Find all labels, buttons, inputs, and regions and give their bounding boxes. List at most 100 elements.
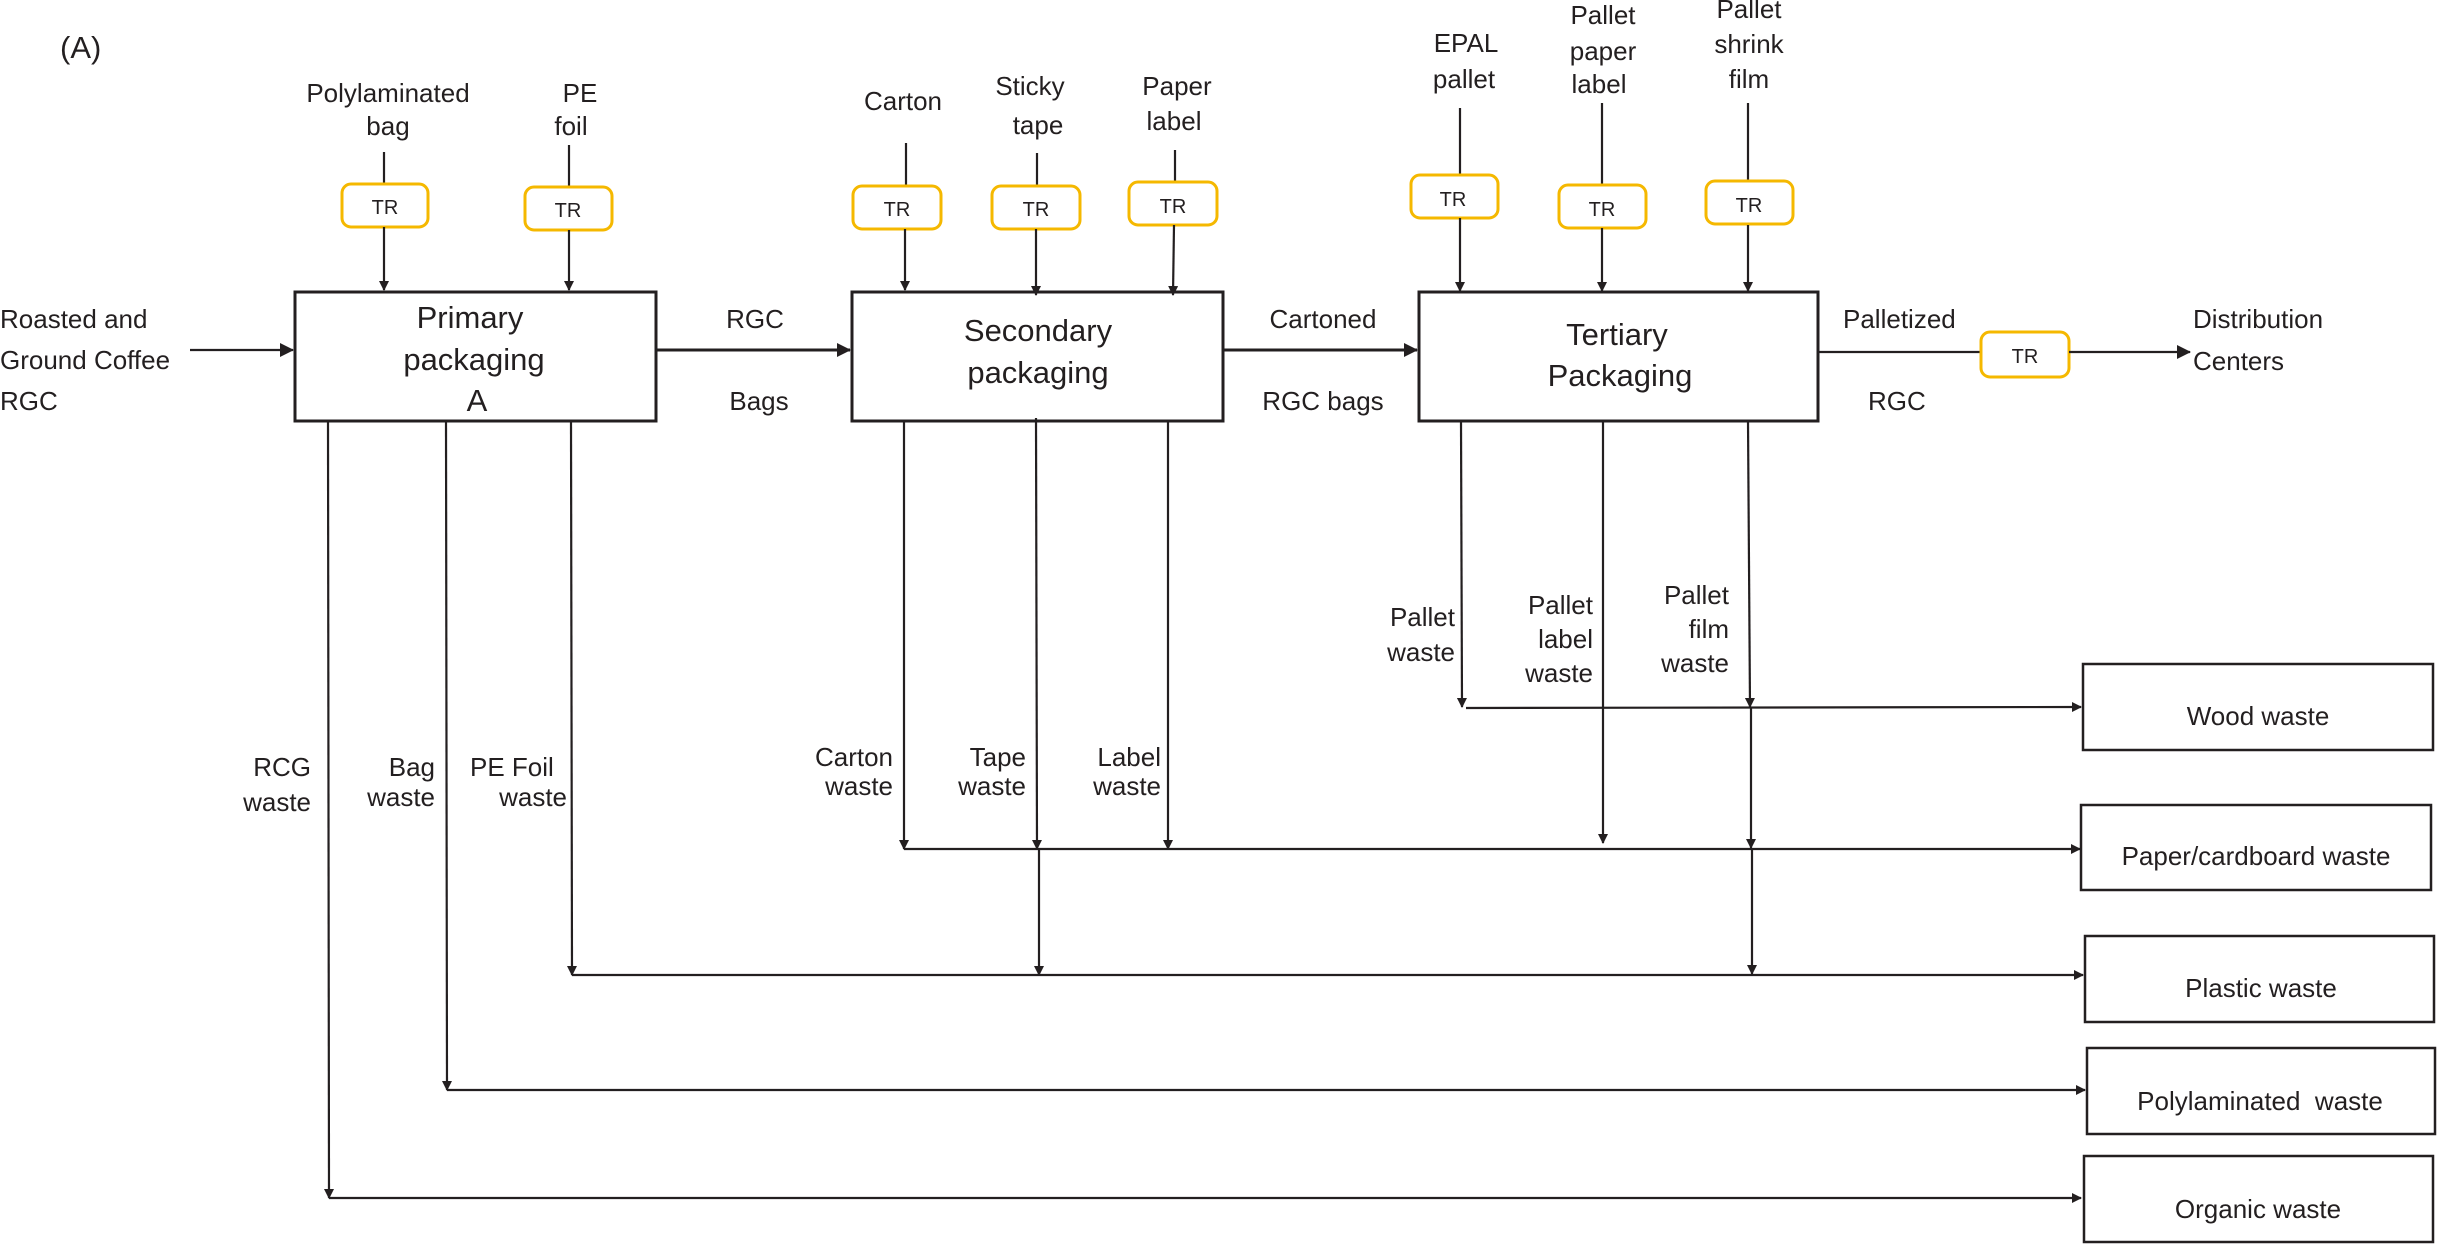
- svg-text:film: film: [1689, 614, 1729, 644]
- transport-box: [1409, 173, 1500, 220]
- svg-text:shrink: shrink: [1714, 29, 1784, 59]
- svg-text:paper: paper: [1570, 36, 1637, 66]
- svg-text:RGC: RGC: [0, 386, 58, 416]
- svg-text:Carton: Carton: [815, 742, 893, 772]
- primary-packaging-box: [293, 290, 658, 423]
- svg-text:Label: Label: [1097, 742, 1161, 772]
- waste-label: Label waste: [1092, 421, 1173, 850]
- svg-text:Pallet: Pallet: [1570, 0, 1636, 30]
- svg-text:Paper/cardboard waste: Paper/cardboard waste: [2122, 841, 2391, 871]
- svg-text:EPAL: EPAL: [1434, 28, 1499, 58]
- waste-box-paper-cardboard: Paper/cardboard waste: [2079, 803, 2433, 892]
- input-pallet-shrink-film: Pallet shrink film TR: [1704, 0, 1795, 292]
- svg-text:Carton: Carton: [864, 86, 942, 116]
- svg-text:waste: waste: [1092, 771, 1161, 801]
- input-carton: Carton TR: [851, 86, 943, 291]
- input-sticky-tape: Sticky tape TR: [990, 71, 1082, 296]
- waste-box-plastic: Plastic waste: [2083, 934, 2436, 1024]
- svg-text:TR: TR: [1440, 189, 1467, 211]
- tertiary-packaging-label: Tertiary Packaging: [1548, 317, 1693, 393]
- waste-pallet: Pallet waste: [1386, 420, 2082, 713]
- svg-text:waste: waste: [1524, 658, 1593, 688]
- svg-text:bag: bag: [366, 111, 409, 141]
- input-rgc-label: Roasted and Ground Coffee RGC: [0, 304, 170, 416]
- input-epal-pallet: EPAL pallet TR: [1409, 28, 1500, 292]
- svg-text:PE Foil: PE Foil: [470, 752, 554, 782]
- waste-pe-foil: PE Foil waste: [470, 420, 2084, 980]
- flow-label-top: Palletized: [1843, 304, 1956, 334]
- svg-text:Tape: Tape: [970, 742, 1026, 772]
- svg-text:Centers: Centers: [2193, 346, 2284, 376]
- transport-box-distribution: [1979, 330, 2071, 379]
- svg-text:Pallet: Pallet: [1716, 0, 1782, 24]
- svg-text:Sticky: Sticky: [995, 71, 1064, 101]
- svg-text:waste: waste: [1386, 637, 1455, 667]
- svg-text:Polylaminated: Polylaminated: [306, 78, 469, 108]
- svg-text:film: film: [1729, 64, 1769, 94]
- svg-text:waste: waste: [957, 771, 1026, 801]
- transport-box: [1704, 179, 1795, 226]
- flow-label-top: Cartoned: [1270, 304, 1377, 334]
- input-polylaminated-bag: Polylaminated bag TR: [306, 78, 470, 291]
- svg-text:TR: TR: [884, 199, 911, 221]
- waste-bag: Bag waste: [366, 420, 2086, 1095]
- svg-text:waste: waste: [242, 787, 311, 817]
- svg-text:TR: TR: [1736, 195, 1763, 217]
- svg-text:TR: TR: [1023, 199, 1050, 221]
- svg-text:pallet: pallet: [1433, 64, 1496, 94]
- flow-label-top: RGC: [726, 304, 784, 334]
- svg-text:Tertiary: Tertiary: [1566, 317, 1668, 352]
- svg-text:Packaging: Packaging: [1548, 358, 1693, 393]
- svg-text:Primary: Primary: [417, 300, 524, 335]
- svg-text:Paper: Paper: [1142, 71, 1212, 101]
- svg-text:tape: tape: [1013, 110, 1064, 140]
- svg-text:Bag: Bag: [389, 752, 435, 782]
- primary-packaging-label: Primary packaging A: [403, 300, 544, 418]
- input-paper-label: Paper label TR: [1127, 71, 1219, 296]
- waste-tape: Tape waste: [957, 417, 1044, 976]
- waste-box-polylaminated: Polylaminated waste: [2085, 1046, 2437, 1136]
- svg-text:Pallet: Pallet: [1664, 580, 1730, 610]
- svg-text:Secondary: Secondary: [964, 313, 1113, 348]
- panel-label: (A): [60, 30, 101, 65]
- transport-box: [851, 184, 943, 231]
- svg-text:waste: waste: [824, 771, 893, 801]
- svg-text:Roasted and: Roasted and: [0, 304, 147, 334]
- svg-text:TR: TR: [372, 197, 399, 219]
- waste-rcg: RCG waste: [242, 420, 2082, 1203]
- svg-text:waste: waste: [1660, 648, 1729, 678]
- svg-text:TR: TR: [555, 200, 582, 222]
- waste-box-organic: Organic waste: [2082, 1154, 2435, 1244]
- svg-text:Wood waste: Wood waste: [2187, 701, 2330, 731]
- waste-pallet-film: Pallet film waste: [1660, 420, 1757, 975]
- flow-label-bottom: RGC: [1868, 386, 1926, 416]
- tertiary-packaging-box: [1417, 290, 1820, 423]
- svg-text:foil: foil: [554, 111, 587, 141]
- svg-text:RCG: RCG: [253, 752, 311, 782]
- waste-carton: Carton waste: [815, 421, 909, 850]
- svg-text:packaging: packaging: [967, 355, 1108, 390]
- svg-text:label: label: [1572, 69, 1627, 99]
- svg-text:Organic waste: Organic waste: [2175, 1194, 2341, 1224]
- svg-text:waste: waste: [498, 782, 567, 812]
- waste-pallet-label: Pallet label waste: [1524, 421, 1608, 844]
- transport-label: TR: [2012, 346, 2039, 368]
- svg-text:Pallet: Pallet: [1528, 590, 1594, 620]
- input-pe-foil: PE foil TR: [523, 78, 614, 291]
- flow-label-bottom: RGC bags: [1262, 386, 1383, 416]
- waste-box-wood: Wood waste: [2081, 662, 2435, 752]
- svg-text:TR: TR: [1160, 196, 1187, 218]
- svg-text:PE: PE: [563, 78, 598, 108]
- svg-text:Distribution: Distribution: [2193, 304, 2323, 334]
- svg-text:TR: TR: [1589, 199, 1616, 221]
- svg-text:Plastic waste: Plastic waste: [2185, 973, 2337, 1003]
- secondary-packaging-label: Secondary packaging: [964, 313, 1113, 390]
- svg-text:waste: waste: [366, 782, 435, 812]
- svg-text:Polylaminated waste: Polylaminated waste: [2137, 1086, 2383, 1116]
- svg-text:Ground Coffee: Ground Coffee: [0, 345, 170, 375]
- svg-text:A: A: [467, 383, 488, 418]
- svg-text:Pallet: Pallet: [1390, 602, 1456, 632]
- svg-text:label: label: [1147, 106, 1202, 136]
- distribution-centers-label: Distribution Centers: [2193, 304, 2323, 376]
